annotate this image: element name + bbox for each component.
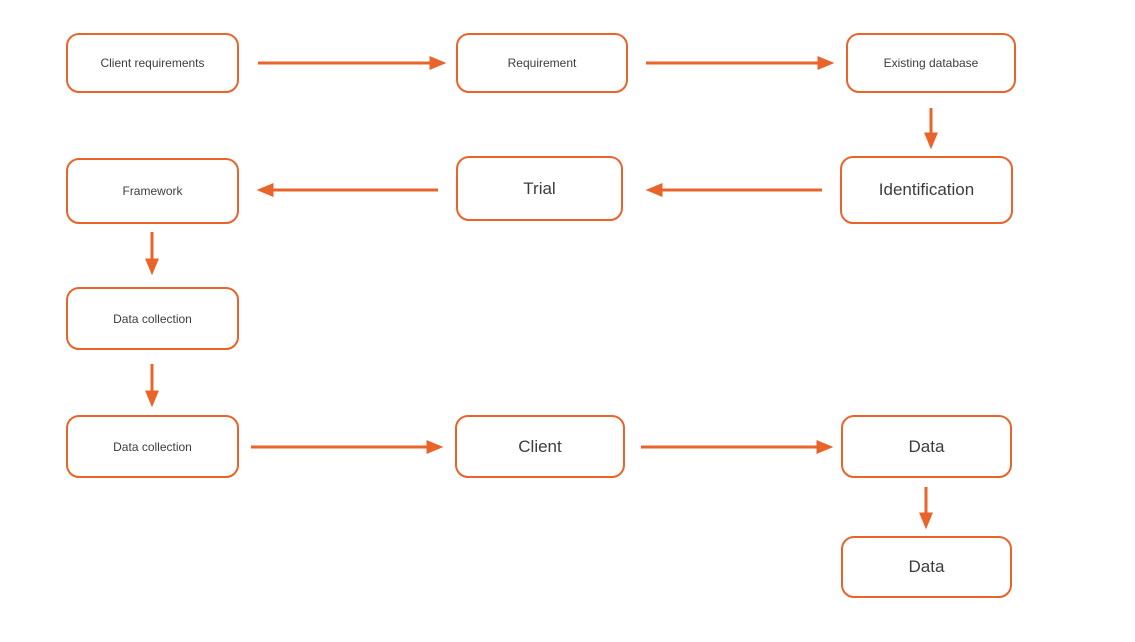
node-framework[interactable]: Framework: [66, 158, 239, 224]
node-label: Framework: [122, 184, 183, 198]
node-label: Data: [908, 557, 945, 576]
node-label: Data: [908, 436, 945, 456]
node-data-1[interactable]: Data: [841, 415, 1012, 478]
node-label: Requirement: [507, 56, 577, 70]
node-trial[interactable]: Trial: [456, 156, 623, 221]
node-label: Client requirements: [100, 56, 205, 70]
node-identification[interactable]: Identification: [840, 156, 1013, 224]
node-requirement[interactable]: Requirement: [456, 33, 628, 93]
node-label: Existing database: [883, 56, 979, 70]
node-existing-database[interactable]: Existing database: [846, 33, 1016, 93]
node-data-collection-2[interactable]: Data collection: [66, 415, 239, 478]
node-label: Data collection: [113, 311, 192, 326]
node-label: Client: [518, 436, 562, 456]
node-label: Trial: [523, 178, 556, 198]
node-client[interactable]: Client: [455, 415, 625, 478]
node-data-collection-1[interactable]: Data collection: [66, 287, 239, 350]
node-label: Identification: [878, 180, 975, 199]
node-client-requirements[interactable]: Client requirements: [66, 33, 239, 93]
node-data-2[interactable]: Data: [841, 536, 1012, 598]
node-label: Data collection: [113, 439, 192, 454]
